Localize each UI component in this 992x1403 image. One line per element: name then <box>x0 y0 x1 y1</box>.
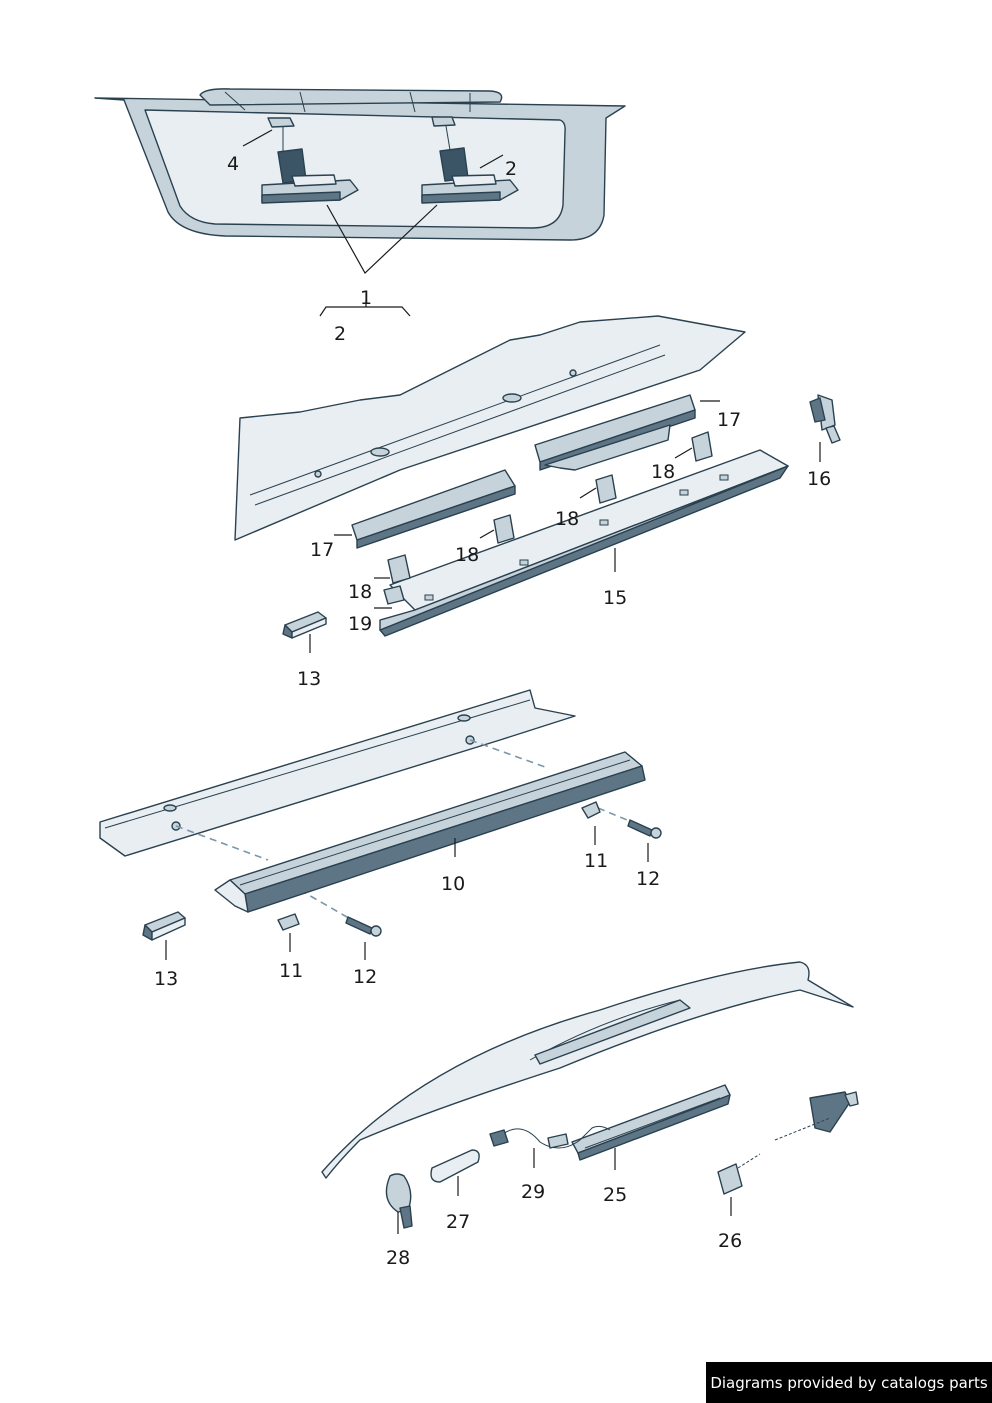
callout-28: 28 <box>386 1247 410 1269</box>
part-16 <box>809 394 841 444</box>
part-11-lower <box>277 913 300 931</box>
callout-25: 25 <box>603 1184 627 1206</box>
tailgate-panel-group <box>94 88 626 241</box>
callout-12-lower: 12 <box>353 966 377 988</box>
license-lamp-right <box>421 147 519 204</box>
callout-13-lower: 13 <box>154 968 178 990</box>
callouts: 1 2 2 4 17 17 16 18 18 18 18 19 15 13 11… <box>154 153 831 1269</box>
callout-18-c: 18 <box>455 544 479 566</box>
callout-18-d: 18 <box>348 581 372 603</box>
callout-29: 29 <box>521 1181 545 1203</box>
brake-light-25 <box>571 1084 731 1161</box>
callout-1: 1 <box>360 287 372 309</box>
part-13-lower <box>142 911 186 941</box>
callout-26: 26 <box>718 1230 742 1252</box>
part-12-lower <box>345 916 382 937</box>
light-bar-10 <box>214 751 646 913</box>
callout-13-top: 13 <box>297 668 321 690</box>
light-housing-15 <box>379 431 789 637</box>
wire-harness-29 <box>489 1125 611 1149</box>
trim-panel-group <box>234 315 841 639</box>
part-11-right <box>581 801 601 819</box>
callout-18-b: 18 <box>555 508 579 530</box>
callout-18-a: 18 <box>651 461 675 483</box>
callout-10: 10 <box>441 873 465 895</box>
callout-16: 16 <box>807 468 831 490</box>
light-bar-group <box>99 689 662 941</box>
callout-17-upper: 17 <box>717 409 741 431</box>
callout-4: 4 <box>227 153 239 175</box>
callout-12-right: 12 <box>636 868 660 890</box>
part-13-top <box>282 611 327 639</box>
cable-tie-28 <box>385 1173 413 1229</box>
callout-19: 19 <box>348 613 372 635</box>
bolt-26 <box>717 1091 859 1195</box>
callout-11-right: 11 <box>584 850 608 872</box>
part-12-right <box>627 819 662 839</box>
spoiler-group <box>321 961 859 1229</box>
callout-17-lower: 17 <box>310 539 334 561</box>
callout-2-bracket: 2 <box>334 323 346 345</box>
callout-11-lower: 11 <box>279 960 303 982</box>
credit-banner: Diagrams provided by catalogs parts <box>706 1362 992 1403</box>
callout-15: 15 <box>603 587 627 609</box>
callout-2-lamp: 2 <box>505 158 517 180</box>
callout-27: 27 <box>446 1211 470 1233</box>
sleeve-27 <box>430 1149 480 1183</box>
license-lamp-left <box>261 148 359 204</box>
